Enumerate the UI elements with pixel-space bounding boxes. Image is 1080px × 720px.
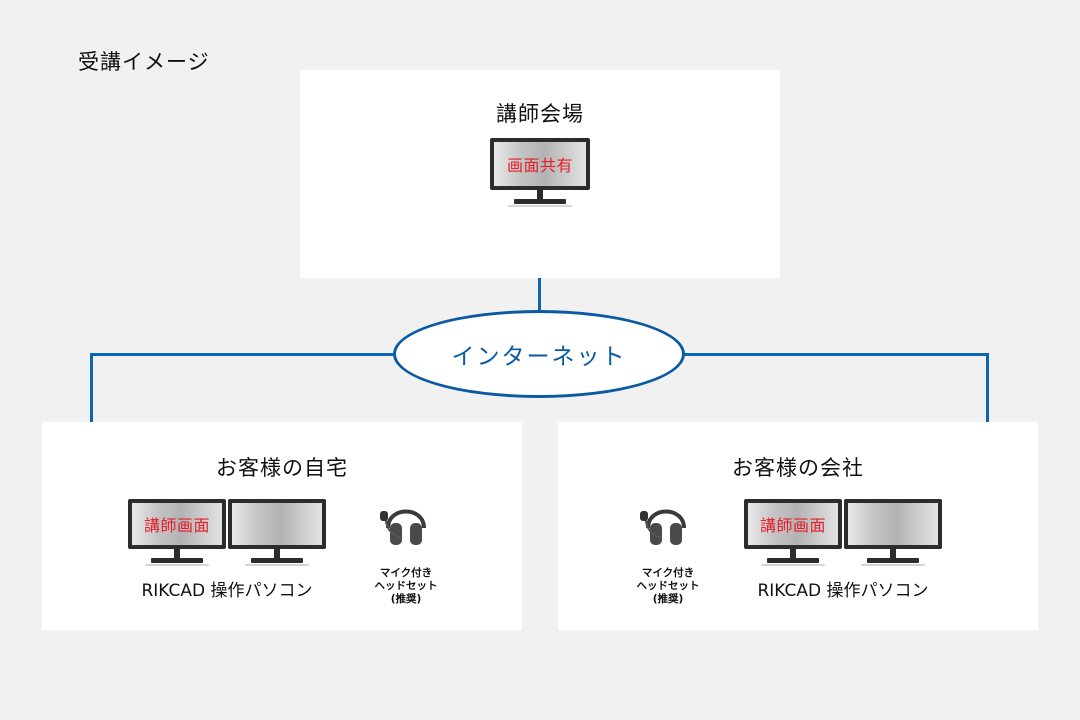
- monitor-icon: 講師画面: [128, 499, 226, 566]
- headset-icon: [640, 509, 686, 545]
- monitor-icon: 講師画面: [744, 499, 842, 566]
- office-box: お客様の会社 マイク付き ヘッドセット (推奨) 講師画面 RIKCAD 操作パ…: [558, 422, 1038, 630]
- internet-ellipse: インターネット: [393, 310, 685, 398]
- screen-share-text: 画面共有: [494, 142, 586, 186]
- headset-label: マイク付き ヘッドセット (推奨): [374, 567, 438, 605]
- monitor-icon: [844, 499, 942, 566]
- pc-label: RIKCAD 操作パソコン: [141, 581, 313, 601]
- monitor-icon: 画面共有: [490, 138, 590, 207]
- home-box: お客様の自宅 講師画面 RIKCAD 操作パソコン マイク付き ヘッドセット (…: [42, 422, 522, 630]
- connector-left-horizontal: [90, 353, 395, 356]
- headset-label: マイク付き ヘッドセット (推奨): [636, 567, 700, 605]
- instructor-screen-text: 講師画面: [132, 503, 222, 545]
- pc-label: RIKCAD 操作パソコン: [757, 581, 929, 601]
- monitor-icon: [228, 499, 326, 566]
- page-title: 受講イメージ: [78, 50, 210, 74]
- connector-right-horizontal: [683, 353, 989, 356]
- venue-box: 講師会場 画面共有: [300, 70, 780, 278]
- connector-right-vertical: [986, 353, 989, 440]
- headset-icon: [380, 509, 426, 545]
- home-title: お客様の自宅: [216, 456, 348, 480]
- connector-left-vertical: [90, 353, 93, 440]
- venue-title: 講師会場: [496, 102, 584, 126]
- connector-venue-internet: [538, 256, 541, 312]
- office-title: お客様の会社: [732, 456, 864, 480]
- instructor-screen-text: 講師画面: [748, 503, 838, 545]
